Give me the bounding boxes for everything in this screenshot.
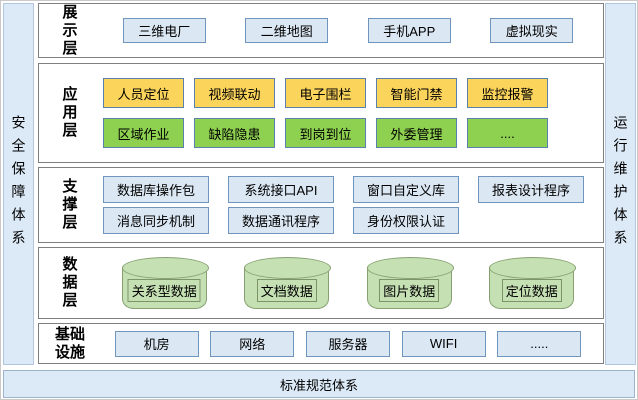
support-box: 数据库操作包 (103, 176, 209, 203)
application-box-green: 到岗到位 (285, 118, 366, 148)
support-layer-label: 支撑层 (62, 178, 78, 231)
data-layer-label: 数据层 (62, 256, 78, 309)
cylinder-label: 定位数据 (501, 279, 562, 302)
cylinder-label: 关系型数据 (127, 279, 201, 302)
database-cylinder: 文档数据 (244, 257, 332, 309)
application-box-yellow: 智能门禁 (376, 78, 457, 108)
support-box: 报表设计程序 (478, 176, 584, 203)
security-assurance-system-bar: 安全保障体系 (3, 3, 34, 365)
application-box-yellow: 监控报警 (467, 78, 548, 108)
presentation-layer-panel: 展示层 三维电厂 二维地图 手机APP 虚拟现实 (38, 3, 604, 58)
presentation-box: 二维地图 (245, 18, 329, 43)
application-layer-label-zone: 应用层 (39, 64, 101, 162)
support-layer-label-zone: 支撑层 (39, 168, 101, 242)
infrastructure-box: WIFI (401, 330, 486, 357)
database-cylinder: 关系型数据 (121, 257, 209, 309)
application-box-yellow: 人员定位 (103, 78, 184, 108)
application-box-green: 外委管理 (376, 118, 457, 148)
presentation-box: 三维电厂 (122, 18, 206, 43)
infrastructure-box: 机房 (114, 330, 199, 357)
infrastructure-box: 服务器 (305, 330, 390, 357)
standards-specification-system-label: 标准规范体系 (279, 377, 358, 393)
application-box-yellow: 视频联动 (194, 78, 275, 108)
presentation-layer-label-zone: 展示层 (39, 4, 101, 57)
support-box: 消息同步机制 (103, 207, 209, 234)
support-box: 数据通讯程序 (228, 207, 334, 234)
standards-specification-system-bar: 标准规范体系 (3, 370, 635, 398)
application-layer-row-1: 人员定位视频联动电子围栏智能门禁监控报警 (103, 78, 593, 108)
presentation-layer-label: 展示层 (62, 3, 78, 57)
operation-maintenance-system-label: 运行维护体系 (612, 115, 629, 253)
support-layer-panel: 支撑层 数据库操作包系统接口API 窗口自定义库报表设计程序 消息同步机制数据通讯… (38, 167, 604, 243)
operation-maintenance-system-bar: 运行维护体系 (605, 3, 636, 365)
support-box: 身份权限认证 (353, 207, 459, 234)
application-layer-panel: 应用层 人员定位视频联动电子围栏智能门禁监控报警 区域作业缺陷隐患到岗到位外委管… (38, 63, 604, 163)
cylinder-label: 图片数据 (379, 279, 440, 302)
infrastructure-box: 网络 (210, 330, 295, 357)
presentation-box: 手机APP (367, 18, 451, 43)
presentation-box: 虚拟现实 (490, 18, 574, 43)
security-assurance-system-label: 安全保障体系 (10, 115, 27, 253)
presentation-layer-row: 三维电厂 二维地图 手机APP 虚拟现实 (103, 18, 593, 43)
infrastructure-box: ..... (497, 330, 582, 357)
application-box-green: 区域作业 (103, 118, 184, 148)
application-box-green: .... (467, 118, 548, 148)
infrastructure-layer-row: 机房网络服务器 WIFI..... (103, 330, 593, 357)
data-layer-panel: 数据层 关系型数据 文档数据 图片数据 定位数据 (38, 247, 604, 319)
application-box-yellow: 电子围栏 (285, 78, 366, 108)
infrastructure-layer-label: 基础设施 (54, 325, 85, 361)
database-cylinder: 图片数据 (366, 257, 454, 309)
support-layer-row-1: 数据库操作包系统接口API 窗口自定义库报表设计程序 (103, 176, 593, 203)
application-box-green: 缺陷隐患 (194, 118, 275, 148)
data-layer-label-zone: 数据层 (39, 248, 101, 318)
data-layer-row: 关系型数据 文档数据 图片数据 定位数据 (103, 257, 593, 309)
support-box: 窗口自定义库 (353, 176, 459, 203)
infrastructure-layer-panel: 基础设施 机房网络服务器 WIFI..... (38, 323, 604, 364)
database-cylinder: 定位数据 (489, 257, 577, 309)
application-layer-label: 应用层 (62, 86, 78, 139)
support-box: 系统接口API (228, 176, 334, 203)
infrastructure-layer-label-zone: 基础设施 (39, 324, 101, 363)
support-layer-row-2: 消息同步机制数据通讯程序身份权限认证 (103, 207, 593, 234)
application-layer-row-2: 区域作业缺陷隐患到岗到位外委管理.... (103, 118, 593, 148)
cylinder-label: 文档数据 (256, 279, 317, 302)
layer-stack: 展示层 三维电厂 二维地图 手机APP 虚拟现实 应用层 人员定位视频联动电子围栏智能… (38, 1, 604, 369)
